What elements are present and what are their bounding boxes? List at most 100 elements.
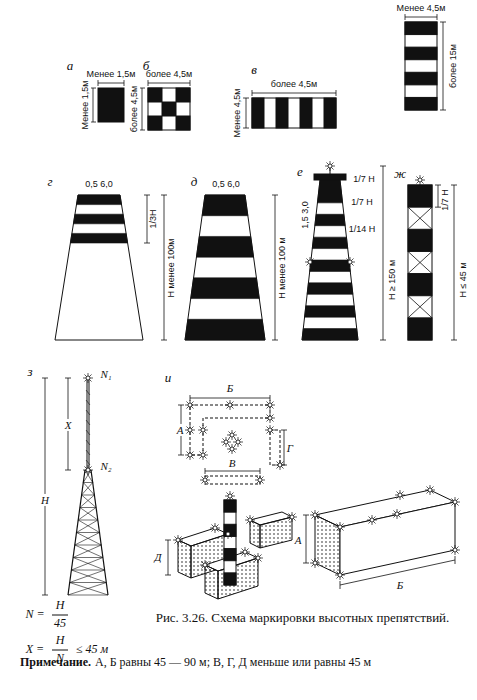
stroke	[70, 582, 107, 583]
marking-band	[73, 214, 124, 224]
stroke	[86, 460, 90, 465]
stroke	[408, 207, 432, 229]
diagram-label: е	[296, 165, 304, 179]
stroke	[148, 83, 190, 84]
stroke	[311, 511, 318, 518]
stroke	[306, 258, 313, 265]
stroke	[80, 508, 98, 521]
marking-band	[302, 329, 358, 340]
obstacle-light	[226, 532, 230, 536]
diagram-label: более 15м	[449, 43, 459, 89]
stroke	[86, 390, 90, 395]
obstacle-light	[201, 428, 205, 432]
diagram-label: А	[294, 534, 303, 546]
obstacle-light	[290, 515, 294, 519]
obstacle-light	[203, 478, 207, 482]
diagram-label: А	[176, 424, 185, 436]
note-text: Примечание.	[20, 655, 91, 669]
stroke	[224, 530, 231, 537]
diagram-label: 1/7 Н	[441, 188, 451, 212]
stroke	[84, 466, 91, 473]
obstacle-light	[86, 468, 90, 472]
obstacle-light	[248, 518, 252, 522]
obstacle-light	[176, 538, 180, 542]
obstacle-light	[213, 526, 217, 530]
stroke	[284, 430, 285, 465]
diagram-label: Н	[40, 494, 50, 506]
obstacle-light	[236, 440, 240, 444]
diagram-label: более 4,5м	[270, 80, 318, 90]
stroke	[234, 438, 241, 445]
stroke	[77, 520, 98, 533]
stroke	[416, 176, 423, 183]
stroke	[346, 258, 353, 265]
stroke	[451, 340, 457, 341]
diagram-label: а	[66, 59, 75, 73]
stroke	[383, 166, 384, 340]
stroke	[311, 559, 318, 566]
note-text: А, Б равны 45 — 90 м; В, Г, Д меньше или…	[95, 655, 371, 669]
obstacle-light	[338, 525, 342, 529]
stroke	[303, 515, 309, 516]
stroke	[243, 128, 249, 129]
diagram-label: и	[164, 371, 173, 385]
diagram-label: ж	[393, 167, 407, 181]
stroke	[426, 486, 433, 493]
obstacle-light	[203, 563, 207, 567]
diagram-label: В	[228, 457, 237, 469]
stroke	[288, 513, 295, 520]
stroke	[98, 83, 124, 84]
stroke	[165, 540, 171, 541]
stroke	[77, 532, 100, 533]
diagram-label: 1,5 3,0	[301, 200, 311, 230]
stroke	[241, 548, 248, 555]
marking-band	[76, 195, 121, 205]
stroke	[68, 595, 108, 596]
stroke	[336, 523, 343, 530]
stroke	[186, 426, 193, 433]
stroke	[142, 88, 143, 130]
stroke	[254, 554, 261, 561]
marking-band	[191, 278, 260, 299]
diagram-label: Б	[396, 579, 405, 591]
stroke	[165, 575, 171, 576]
stroke	[451, 498, 458, 505]
obstacle-light	[313, 561, 317, 565]
stroke	[78, 520, 98, 521]
stroke	[408, 251, 432, 273]
stroke	[368, 516, 375, 523]
marking-band	[202, 195, 248, 216]
diagram-label: более 4,5м	[130, 85, 140, 133]
stroke	[68, 583, 106, 596]
stroke	[199, 426, 206, 433]
stroke	[42, 378, 48, 379]
stroke	[82, 495, 95, 496]
diagram-label: X	[64, 419, 73, 431]
obstacle-light	[428, 488, 432, 492]
diagram-label: N₁	[99, 368, 112, 380]
stroke	[272, 340, 278, 341]
stroke	[65, 378, 71, 379]
stroke	[147, 195, 148, 243]
marking-band	[307, 283, 353, 294]
stroke	[405, 14, 406, 20]
stroke	[144, 195, 150, 196]
obstacle-light	[453, 500, 457, 504]
obstacle-light	[370, 518, 374, 522]
marking-band	[310, 260, 351, 271]
stroke	[408, 296, 432, 318]
marking-band	[185, 319, 265, 340]
stroke	[83, 483, 94, 496]
diagram-label: N₂	[99, 460, 112, 472]
diagram-label: Менее 1,5м	[81, 80, 91, 131]
marking-band	[315, 214, 345, 225]
obstacle-light	[338, 573, 342, 577]
obstacle-light	[188, 428, 192, 432]
diagram-label: 0,5 6,0	[211, 180, 241, 190]
obstacle-light	[268, 428, 272, 432]
stroke	[246, 516, 253, 523]
obstacle-light	[230, 433, 234, 437]
stroke	[340, 581, 341, 589]
marking-band	[312, 237, 347, 248]
stroke	[326, 162, 333, 169]
